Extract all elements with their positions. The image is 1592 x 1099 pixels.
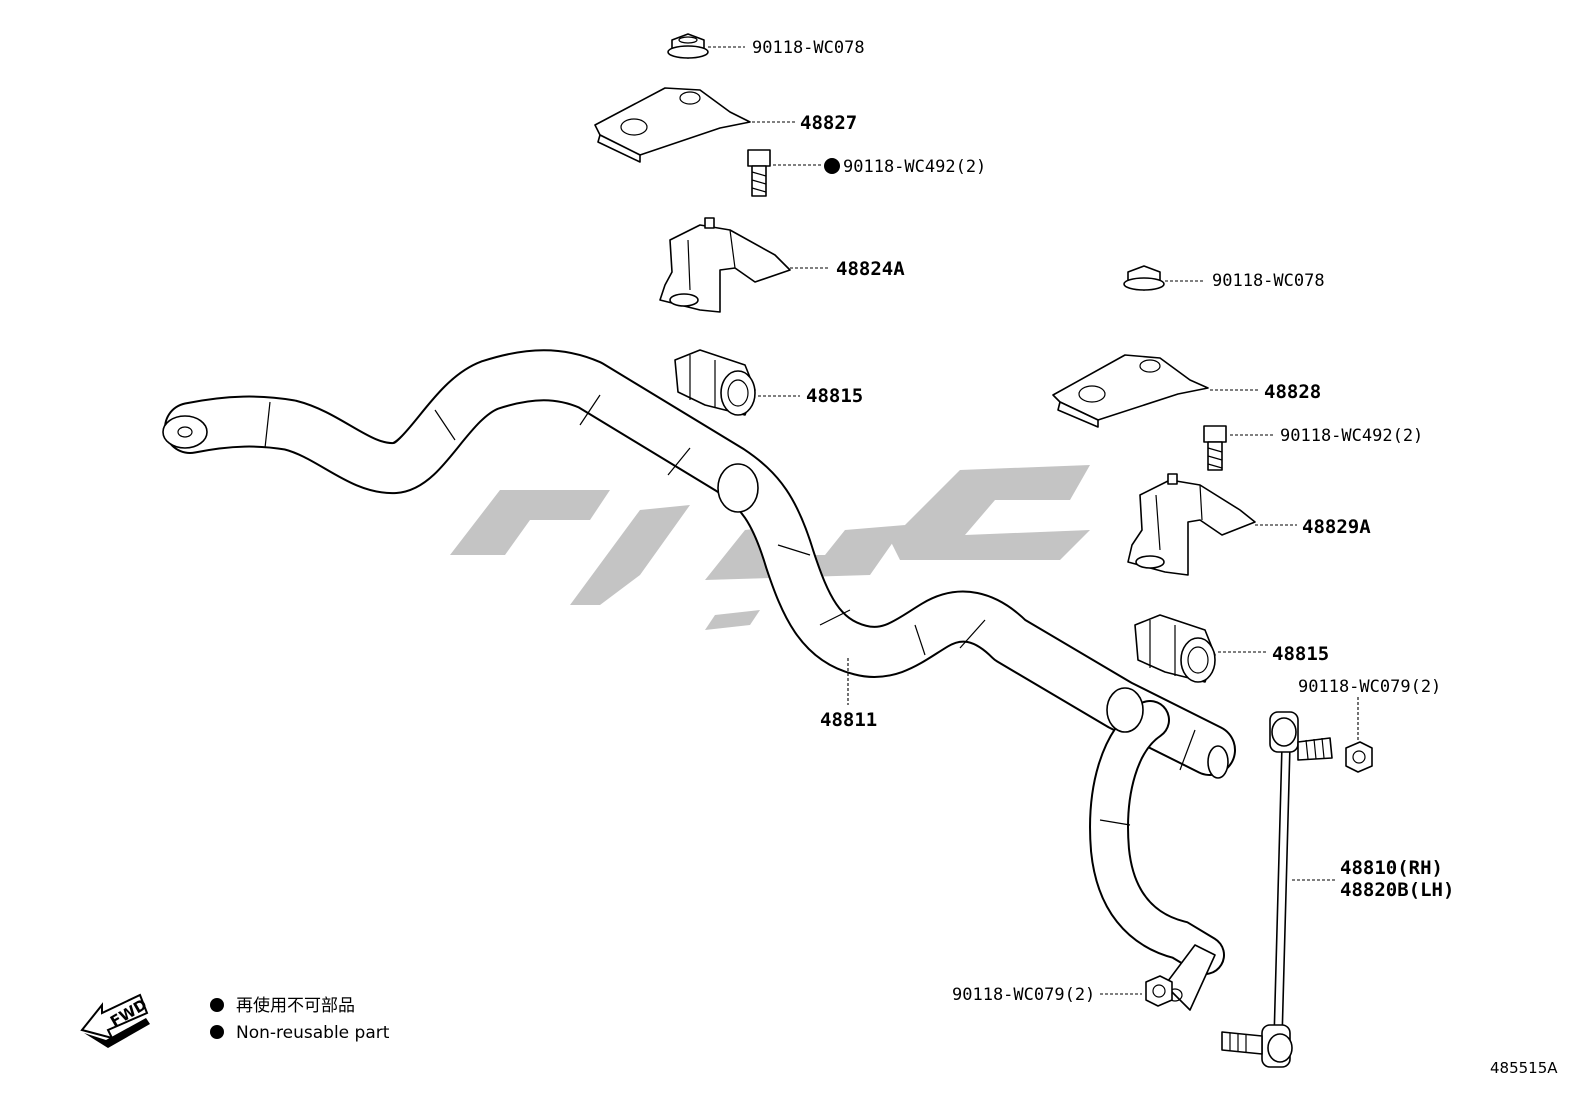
label-stabilizer-bar: 48811 xyxy=(820,709,877,731)
nut-link-lower xyxy=(1145,975,1173,1007)
label-bushing-lh: 48815 xyxy=(806,385,863,407)
stabilizer-bar xyxy=(162,349,1236,1011)
label-bushing-rh: 48815 xyxy=(1272,643,1329,665)
bushing-rh xyxy=(1134,614,1216,683)
label-bracket-cover-lh: 48824A xyxy=(836,258,905,280)
label-bolt-rh: 90118-WC492(2) xyxy=(1280,426,1423,446)
non-reusable-marker-icon xyxy=(824,158,840,174)
label-link-rh: 48810(RH) xyxy=(1340,857,1443,879)
bracket-rh xyxy=(1052,354,1209,428)
legend-text-jp: 再使用不可部品 xyxy=(236,995,355,1016)
bushing-lh xyxy=(674,349,756,416)
label-link-lh: 48820B(LH) xyxy=(1340,879,1454,901)
label-nut-top: 90118-WC078 xyxy=(752,38,865,58)
diagram-code: 485515A xyxy=(1490,1059,1558,1077)
label-nut-link-lower: 90118-WC079(2) xyxy=(952,985,1095,1005)
bolt-lh xyxy=(747,149,771,197)
stabilizer-link xyxy=(1221,711,1333,1068)
legend-marker-jp-icon xyxy=(210,998,224,1012)
bracket-cover-rh xyxy=(1127,473,1256,576)
legend-marker-en-icon xyxy=(210,1025,224,1039)
label-nut-link-upper: 90118-WC079(2) xyxy=(1298,677,1441,697)
legend-text-en: Non-reusable part xyxy=(236,1023,390,1043)
label-bracket-rh: 48828 xyxy=(1264,381,1321,403)
bracket-lh xyxy=(594,87,751,163)
nut-top xyxy=(667,33,709,59)
label-nut-right: 90118-WC078 xyxy=(1212,271,1325,291)
label-bolt-lh: 90118-WC492(2) xyxy=(843,157,986,177)
bolt-rh xyxy=(1203,425,1227,471)
nut-link-upper xyxy=(1345,741,1373,773)
label-bracket-cover-rh: 48829A xyxy=(1302,516,1371,538)
nut-right xyxy=(1123,265,1165,291)
bracket-cover-lh xyxy=(659,217,791,313)
fwd-arrow-icon: FWD xyxy=(80,993,150,1048)
label-bracket-lh: 48827 xyxy=(800,112,857,134)
